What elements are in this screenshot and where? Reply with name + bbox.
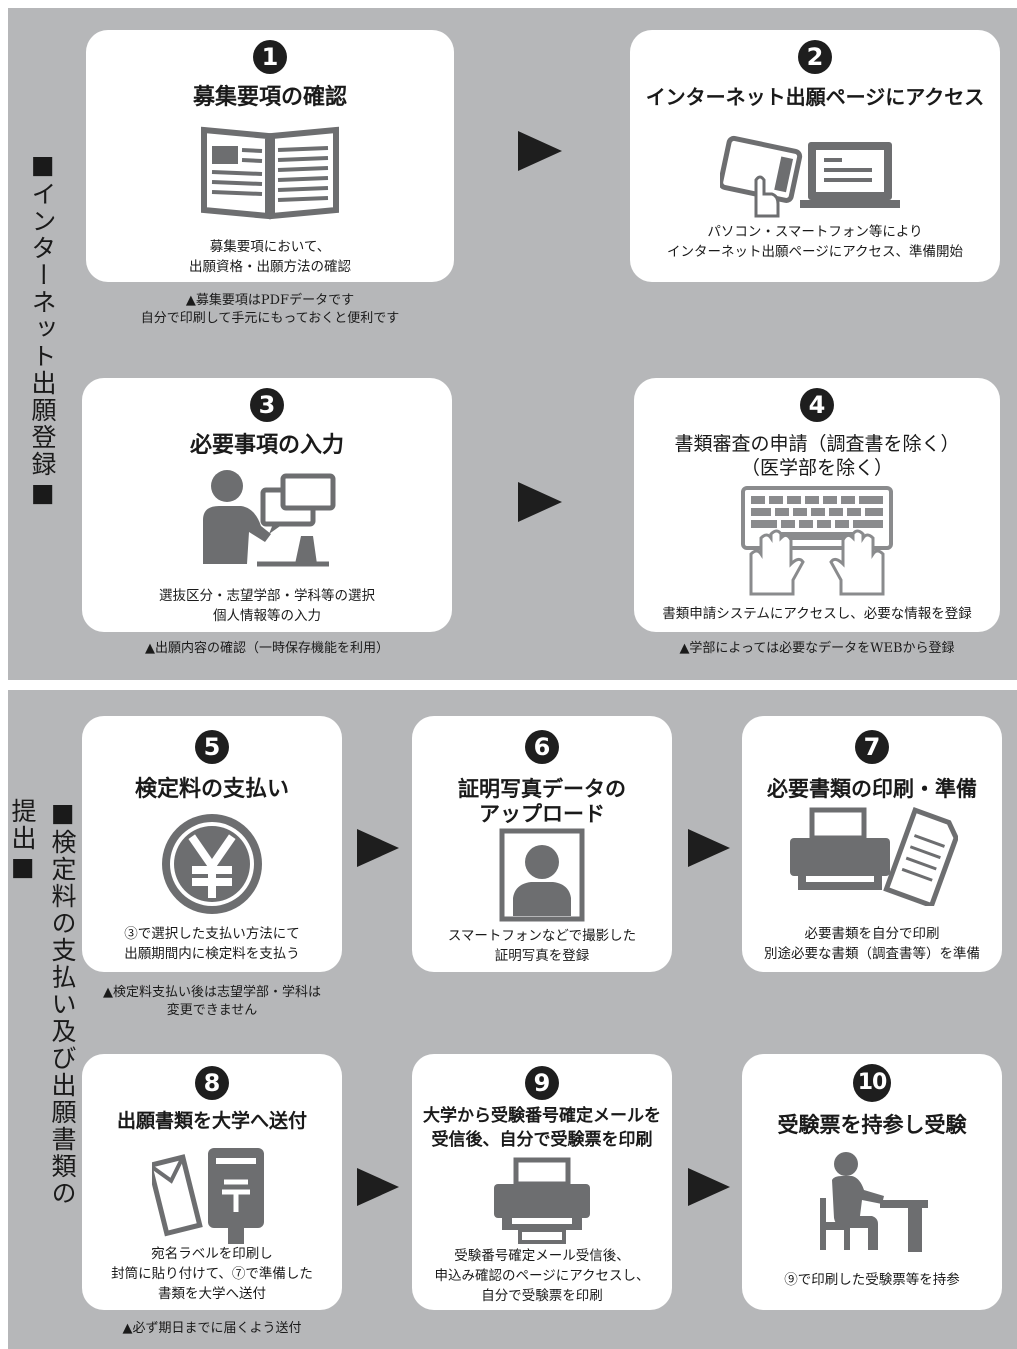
step-title: 出願書類を大学へ送付	[116, 1110, 307, 1132]
step-description: スマートフォンなどで撮影した 証明写真を登録	[447, 928, 637, 964]
step-description: 書類申請システムにアクセスし、必要な情報を登録	[662, 606, 972, 622]
step-card-3: 3 必要事項の入力 選抜区分・志望学部・学科等の選択 個人情報等の入力	[82, 378, 452, 632]
step-card-1: 1 募集要項の確認 募集要項において、 出願資格・出願方法の確認	[86, 30, 454, 282]
step-card-8: 8 出願書類を大学へ送付 宛名ラベルを印刷し 封筒に貼り付けて、⑦で準備した 書…	[82, 1054, 342, 1310]
step-number-badge: 3	[250, 388, 284, 422]
yen-coin-icon	[162, 814, 262, 914]
step-title: 受験票を持参し受験	[777, 1112, 967, 1137]
step-note-4: ▲学部によっては必要なデータをWEBから登録	[679, 641, 955, 656]
step-description: パソコン・スマートフォン等により インターネット出願ページにアクセス、準備開始	[666, 224, 964, 260]
step-number-badge: 1	[253, 40, 287, 74]
step-note-8: ▲必ず期日までに届くよう送付	[122, 1321, 302, 1336]
step-card-6: 6 証明写真データの アップロード スマートフォンなどで撮影した 証明写真を登録	[412, 716, 672, 972]
person-at-desk-icon	[820, 1152, 928, 1252]
arrow-right-icon	[357, 829, 399, 867]
step-title: 書類審査の申請（調査書を除く） （医学部を除く）	[674, 433, 960, 479]
step-description: ③で選択した支払い方法にて 出願期間内に検定料を支払う	[124, 926, 300, 962]
step-title: 必要事項の入力	[189, 432, 344, 458]
step-number-badge: 7	[855, 730, 889, 764]
step-number-badge: 4	[800, 388, 834, 422]
arrow-right-icon	[688, 829, 730, 867]
tablet-laptop-icon	[720, 135, 900, 218]
step-title: 検定料の支払い	[134, 776, 289, 802]
step-card-9: 9 大学から受験番号確定メールを 受信後、自分で受験票を印刷 受験番号確定メール…	[412, 1054, 672, 1310]
step-note-3: ▲出願内容の確認（一時保存機能を利用）	[145, 641, 389, 656]
step-number-badge: 8	[195, 1066, 229, 1100]
step-number-badge: 2	[798, 40, 832, 74]
step-title: 募集要項の確認	[192, 84, 347, 110]
person-at-computer-icon	[203, 470, 336, 567]
step-card-7: 7 必要書類の印刷・準備 必要書類を自分で印刷 別途必要な書類（調査書等）を準備	[742, 716, 1002, 972]
arrow-right-icon	[357, 1168, 399, 1206]
keyboard-hands-icon	[741, 486, 893, 596]
step-title: 必要書類の印刷・準備	[767, 776, 977, 801]
step-description: 募集要項において、 出願資格・出願方法の確認	[189, 239, 351, 275]
section-label-fee-and-documents: ■検定料の支払い及び出願書類の提出■	[8, 798, 77, 1207]
printer-icon	[494, 1157, 590, 1244]
step-note-5: ▲検定料支払い後は志望学部・学科は 変更できません	[103, 985, 321, 1018]
step-number-badge: 6	[525, 730, 559, 764]
step-title: インターネット出願ページにアクセス	[645, 85, 985, 109]
step-card-10: 10 受験票を持参し受験 ⑨で印刷した受験票等を持参	[742, 1054, 1002, 1310]
step-card-4: 4 書類審査の申請（調査書を除く） （医学部を除く） 書類申請システムにアクセス…	[634, 378, 1000, 632]
id-photo-icon	[499, 828, 585, 922]
arrow-right-icon	[688, 1168, 730, 1206]
step-description: 必要書類を自分で印刷 別途必要な書類（調査書等）を準備	[764, 926, 980, 962]
arrow-right-icon	[518, 482, 562, 522]
arrow-right-icon	[518, 131, 562, 171]
step-description: 受験番号確定メール受信後、 申込み確認のページにアクセスし、 自分で受験票を印刷	[434, 1248, 650, 1304]
step-note-1: ▲募集要項はPDFデータです 自分で印刷して手元にもっておくと便利です	[140, 293, 400, 326]
step-card-2: 2 インターネット出願ページにアクセス パソコン・スマートフォン等により インタ…	[630, 30, 1000, 282]
step-description: ⑨で印刷した受験票等を持参	[784, 1272, 960, 1288]
step-number-badge: 5	[195, 730, 229, 764]
step-title: 証明写真データの アップロード	[458, 776, 626, 826]
step-description: 選抜区分・志望学部・学科等の選択 個人情報等の入力	[159, 588, 375, 624]
printer-document-icon	[790, 806, 958, 906]
section-label-internet-registration: ■インターネット出願登録■	[28, 150, 57, 509]
step-card-5: 5 検定料の支払い ③で選択した支払い方法にて 出願期間内に検定料を支払う	[82, 716, 342, 972]
step-title: 大学から受験番号確定メールを 受信後、自分で受験票を印刷	[423, 1106, 661, 1150]
envelope-postbox-icon	[152, 1148, 264, 1244]
step-number-badge: 9	[525, 1066, 559, 1100]
step-number-badge: 10	[853, 1064, 891, 1102]
step-description: 宛名ラベルを印刷し 封筒に貼り付けて、⑦で準備した 書類を大学へ送付	[111, 1246, 313, 1302]
open-book-icon	[201, 126, 339, 220]
